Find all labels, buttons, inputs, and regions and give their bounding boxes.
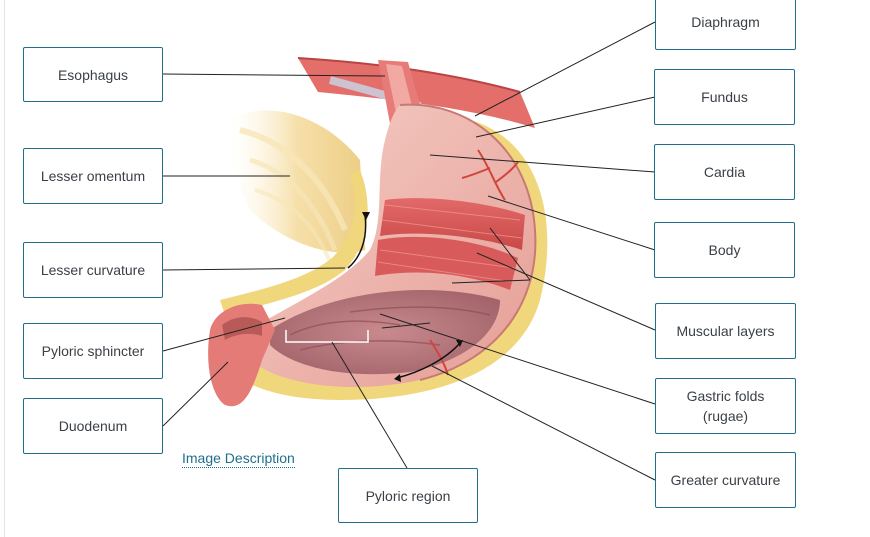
lesser-curvature-fat <box>220 170 370 315</box>
label-pyloric-sphincter[interactable]: Pyloric sphincter <box>23 323 163 379</box>
label-esophagus-text: Esophagus <box>57 66 129 83</box>
label-rugae-text: (rugae) <box>702 408 749 424</box>
label-pyloric-sphincter-text: Pyloric sphincter <box>41 343 145 359</box>
duodenum-illustration <box>208 303 275 407</box>
leader-pyloric-region <box>331 341 408 469</box>
gastric-folds-illustration <box>270 290 500 375</box>
label-diaphragm-text: Diaphragm <box>691 14 760 30</box>
pyloric-region-bracket <box>285 330 369 343</box>
leader-gastric-folds <box>379 313 656 405</box>
leader-greater-curvature <box>431 365 656 481</box>
leader-muscular-layers-b <box>489 227 531 281</box>
label-cardia[interactable]: Cardia <box>654 144 795 200</box>
label-esophagus[interactable]: Esophagus <box>23 47 163 102</box>
label-body-text: Body <box>708 242 741 258</box>
leader-cardia <box>429 154 656 173</box>
label-cardia-text: Cardia <box>703 164 746 180</box>
label-duodenum-text: Duodenum <box>58 418 128 434</box>
label-fundus-text: Fundus <box>701 89 748 105</box>
label-lesser-omentum[interactable]: Lesser omentum <box>23 148 163 204</box>
label-gastric-folds-text: Gastric folds <box>686 388 765 404</box>
left-edge-divider <box>4 0 5 537</box>
label-lesser-omentum-text: Lesser omentum <box>40 168 146 184</box>
leader-pyloric-sphincter <box>162 317 286 352</box>
lesser-omentum-illustration <box>229 110 365 263</box>
leader-body <box>487 195 656 251</box>
leader-duodenum <box>162 361 229 427</box>
leader-lines <box>162 21 656 481</box>
leader-lesser-curvature <box>162 267 346 271</box>
leader-muscular-layers-a <box>476 252 656 331</box>
label-duodenum[interactable]: Duodenum <box>23 398 163 454</box>
label-greater-curvature-text: Greater curvature <box>670 472 781 488</box>
leader-fundus <box>475 96 656 138</box>
label-gastric-folds[interactable]: Gastric folds (rugae) <box>655 378 796 434</box>
label-greater-curvature[interactable]: Greater curvature <box>655 452 796 508</box>
label-muscular-layers-text: Muscular layers <box>676 323 775 339</box>
greater-curvature-arrow <box>394 340 463 382</box>
muscular-layers-illustration <box>375 198 525 290</box>
leader-diaphragm <box>474 21 656 117</box>
label-pyloric-region-text: Pyloric region <box>365 487 451 504</box>
label-lesser-curvature[interactable]: Lesser curvature <box>23 242 163 298</box>
leader-muscular-layers-c <box>451 279 531 284</box>
label-muscular-layers[interactable]: Muscular layers <box>655 303 796 359</box>
image-description-link[interactable]: Image Description <box>182 450 295 468</box>
label-diaphragm[interactable]: Diaphragm <box>655 0 796 50</box>
label-lesser-curvature-text: Lesser curvature <box>40 262 146 278</box>
leader-esophagus <box>162 73 386 77</box>
label-pyloric-region[interactable]: Pyloric region <box>338 468 478 523</box>
label-fundus[interactable]: Fundus <box>654 69 795 125</box>
label-body[interactable]: Body <box>654 222 795 278</box>
leader-gastric-folds-b <box>381 322 431 329</box>
